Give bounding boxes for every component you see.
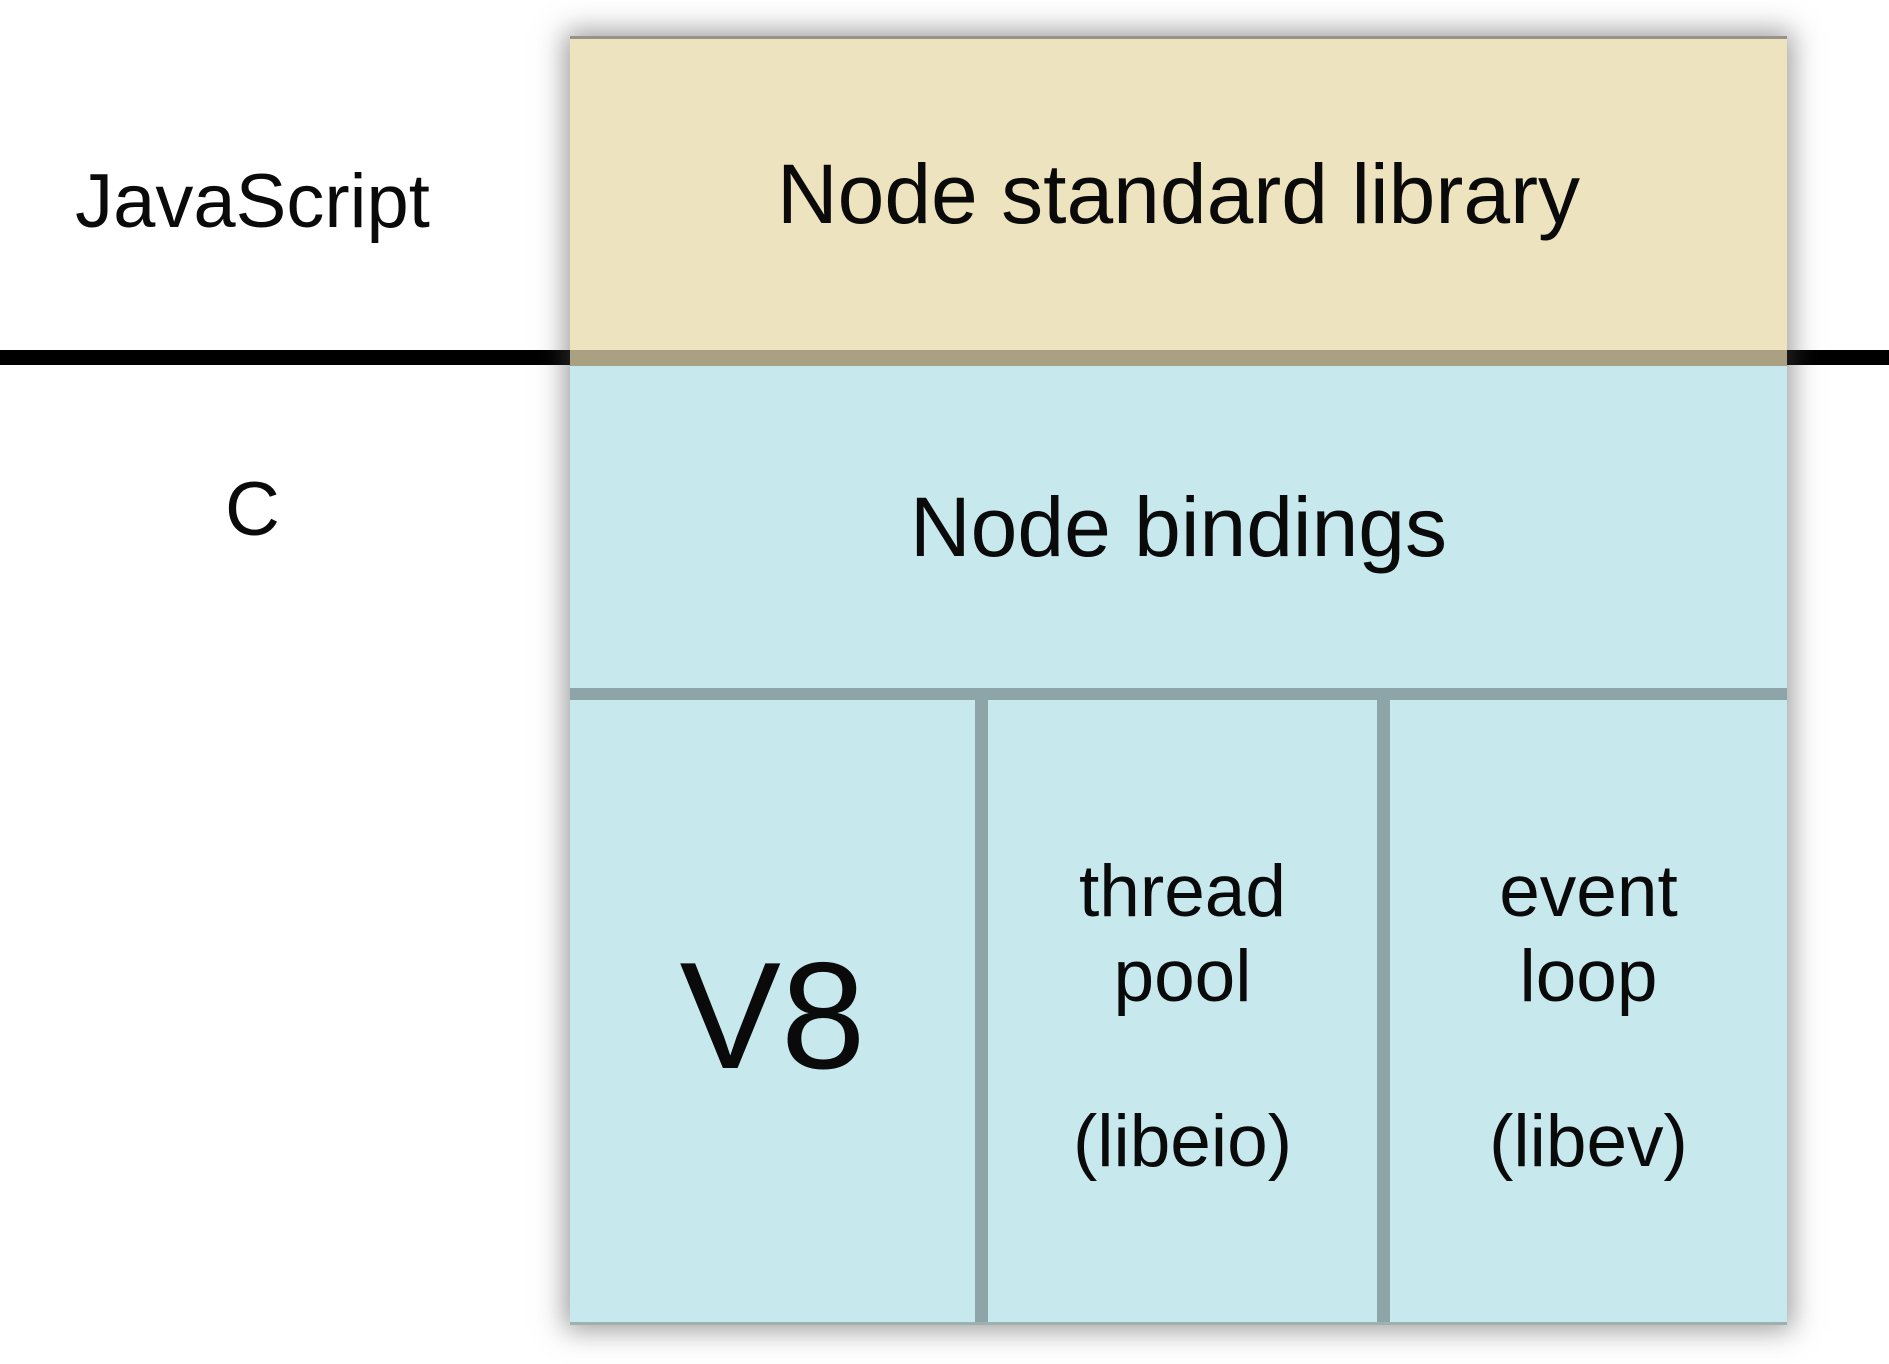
v8-engine-box: V8: [570, 700, 975, 1322]
node-standard-library-section: Node standard library: [570, 39, 1787, 350]
thread-pool-label-line1: thread: [1079, 851, 1286, 933]
javascript-layer-label: JavaScript: [75, 159, 430, 244]
architecture-box: Node standard library Node bindings V8 t…: [570, 36, 1787, 1325]
c-layer-label: C: [225, 467, 280, 552]
event-loop-label: event loop: [1499, 850, 1678, 1019]
bindings-engine-separator: [570, 688, 1787, 700]
node-bindings-label: Node bindings: [909, 479, 1448, 574]
libeio-label: (libeio): [1072, 1100, 1293, 1182]
engine-row: V8 thread pool (libeio) event loop (libe…: [570, 700, 1787, 1322]
node-bindings-section: Node bindings: [570, 366, 1787, 688]
libev-label: (libev): [1489, 1100, 1688, 1182]
v8-label: V8: [679, 931, 866, 1101]
event-loop-label-line2: loop: [1519, 935, 1658, 1017]
event-loop-label-line1: event: [1499, 851, 1678, 933]
threadpool-eventloop-divider: [1377, 700, 1390, 1322]
thread-pool-box: thread pool (libeio): [988, 700, 1377, 1322]
thread-pool-label-line2: pool: [1113, 935, 1252, 1017]
thread-pool-label: thread pool: [1079, 850, 1286, 1019]
event-loop-box: event loop (libev): [1390, 700, 1787, 1322]
node-standard-library-label: Node standard library: [776, 147, 1581, 241]
v8-threadpool-divider: [975, 700, 988, 1322]
stdlib-bindings-separator: [570, 350, 1787, 366]
